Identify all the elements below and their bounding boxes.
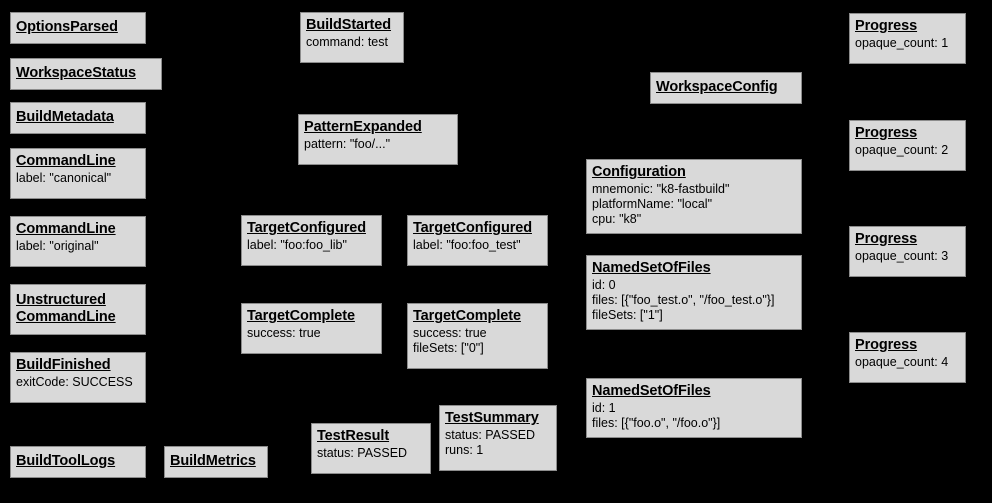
- node-attribute-line: opaque_count: 3: [855, 249, 949, 264]
- node-build-started[interactable]: BuildStarted command: test: [300, 12, 404, 63]
- node-workspace-config[interactable]: WorkspaceConfig: [650, 72, 802, 104]
- node-title: TargetComplete: [247, 308, 355, 324]
- node-attributes: label: "foo:foo_lib": [247, 238, 376, 253]
- node-target-configured-foo-test[interactable]: TargetConfigured label: "foo:foo_test": [407, 215, 548, 266]
- node-attribute-line: files: [{"foo_test.o", "/foo_test.o"}]: [592, 292, 775, 307]
- node-title: Unstructured CommandLine: [16, 291, 116, 325]
- node-attribute-line: label: "canonical": [16, 171, 112, 186]
- node-title: CommandLine: [16, 153, 116, 169]
- node-attribute-line: label: "foo:foo_lib": [247, 238, 347, 253]
- node-attributes: opaque_count: 1: [855, 36, 960, 51]
- node-attributes: mnemonic: "k8-fastbuild"platformName: "l…: [592, 182, 796, 226]
- node-attribute-line: id: 0: [592, 278, 616, 293]
- node-title: BuildToolLogs: [16, 452, 116, 469]
- node-title: TestResult: [317, 428, 390, 444]
- node-title: Configuration: [592, 164, 686, 180]
- node-attributes: opaque_count: 3: [855, 249, 960, 264]
- node-attribute-line: runs: 1: [445, 442, 484, 457]
- node-title: PatternExpanded: [304, 119, 422, 135]
- node-title: TargetConfigured: [247, 220, 366, 236]
- node-title: BuildMetadata: [16, 108, 114, 125]
- node-attribute-line: opaque_count: 4: [855, 355, 949, 370]
- node-attributes: opaque_count: 4: [855, 355, 960, 370]
- node-title: TargetComplete: [413, 308, 521, 324]
- node-attributes: opaque_count: 2: [855, 143, 960, 158]
- node-title: CommandLine: [16, 221, 116, 237]
- node-target-configured-foo-lib[interactable]: TargetConfigured label: "foo:foo_lib": [241, 215, 382, 266]
- node-command-line-original[interactable]: CommandLine label: "original": [10, 216, 146, 267]
- node-pattern-expanded[interactable]: PatternExpanded pattern: "foo/...": [298, 114, 458, 165]
- node-title: Progress: [855, 18, 918, 34]
- node-attributes: success: true: [247, 326, 376, 341]
- node-attribute-line: label: "foo:foo_test": [413, 238, 521, 253]
- node-attribute-line: platformName: "local": [592, 196, 713, 211]
- node-configuration[interactable]: Configuration mnemonic: "k8-fastbuild"pla…: [586, 159, 802, 234]
- node-target-complete-foo-lib[interactable]: TargetComplete success: true: [241, 303, 382, 354]
- node-title: Progress: [855, 231, 918, 247]
- node-title: NamedSetOfFiles: [592, 260, 711, 276]
- node-title: BuildStarted: [306, 17, 392, 33]
- node-title: TargetConfigured: [413, 220, 532, 236]
- node-attribute-line: status: PASSED: [445, 428, 536, 443]
- node-test-result[interactable]: TestResult status: PASSED: [311, 423, 431, 474]
- node-command-line-canonical[interactable]: CommandLine label: "canonical": [10, 148, 146, 199]
- node-title: Progress: [855, 337, 918, 353]
- node-build-metrics[interactable]: BuildMetrics: [164, 446, 268, 478]
- node-attribute-line: files: [{"foo.o", "/foo.o"}]: [592, 415, 721, 430]
- node-attribute-line: opaque_count: 2: [855, 143, 949, 158]
- node-title: BuildFinished: [16, 357, 111, 373]
- node-attributes: label: "original": [16, 239, 140, 254]
- node-progress-1[interactable]: Progress opaque_count: 1: [849, 13, 966, 64]
- node-workspace-status[interactable]: WorkspaceStatus: [10, 58, 162, 90]
- node-attribute-line: status: PASSED: [317, 446, 408, 461]
- node-attribute-line: command: test: [306, 35, 388, 50]
- node-build-tool-logs[interactable]: BuildToolLogs: [10, 446, 146, 478]
- node-attribute-line: fileSets: ["0"]: [413, 340, 484, 355]
- node-attributes: exitCode: SUCCESS: [16, 375, 140, 390]
- node-title: NamedSetOfFiles: [592, 383, 711, 399]
- node-attribute-line: success: true: [413, 326, 487, 341]
- node-title: WorkspaceStatus: [16, 64, 136, 81]
- node-attribute-line: id: 1: [592, 401, 616, 416]
- node-attribute-line: opaque_count: 1: [855, 36, 949, 51]
- node-attributes: pattern: "foo/...": [304, 137, 452, 152]
- node-attribute-line: cpu: "k8": [592, 211, 642, 226]
- node-attribute-line: pattern: "foo/...": [304, 137, 391, 152]
- node-title: WorkspaceConfig: [656, 78, 778, 95]
- node-title: OptionsParsed: [16, 18, 118, 35]
- node-title: Progress: [855, 125, 918, 141]
- node-unstructured-command-line[interactable]: Unstructured CommandLine: [10, 284, 146, 335]
- node-attributes: command: test: [306, 35, 398, 50]
- node-attribute-line: fileSets: ["1"]: [592, 307, 663, 322]
- node-progress-4[interactable]: Progress opaque_count: 4: [849, 332, 966, 383]
- node-attribute-line: label: "original": [16, 239, 99, 254]
- node-attribute-line: success: true: [247, 326, 321, 341]
- node-attribute-line: mnemonic: "k8-fastbuild": [592, 182, 730, 197]
- node-build-metadata[interactable]: BuildMetadata: [10, 102, 146, 134]
- node-progress-3[interactable]: Progress opaque_count: 3: [849, 226, 966, 277]
- node-build-finished[interactable]: BuildFinished exitCode: SUCCESS: [10, 352, 146, 403]
- node-attributes: label: "foo:foo_test": [413, 238, 542, 253]
- node-options-parsed[interactable]: OptionsParsed: [10, 12, 146, 44]
- node-attributes: label: "canonical": [16, 171, 140, 186]
- node-attributes: status: PASSED: [317, 446, 425, 461]
- node-progress-2[interactable]: Progress opaque_count: 2: [849, 120, 966, 171]
- node-title: BuildMetrics: [170, 452, 256, 469]
- node-attribute-line: exitCode: SUCCESS: [16, 375, 133, 390]
- node-title: TestSummary: [445, 410, 539, 426]
